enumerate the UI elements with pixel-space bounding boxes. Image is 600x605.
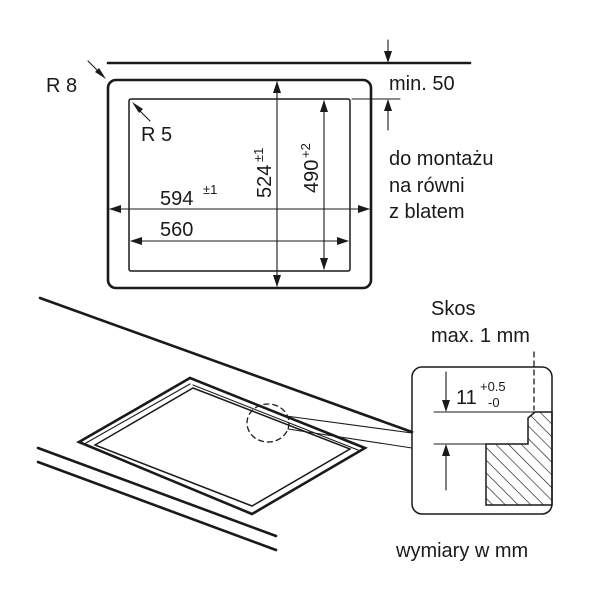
units-note: wymiary w mm [395,540,528,562]
width-inner-arrow-left [130,237,142,245]
width-outer-arrow-left [109,205,121,213]
recess-edge-right [192,384,359,451]
step-arrow-bottom [442,444,450,456]
mounting-note-line3: z blatem [389,201,465,223]
depth-outer-arrow-top [273,81,281,93]
radius-outer-arrow [95,68,106,79]
step-depth-tol-plus: +0.5 [480,379,506,394]
bevel-note-line1: Skos [431,298,475,320]
depth-outer-label: 524 [254,165,276,198]
radius-outer-label: R 8 [46,75,77,97]
top-view: R 8 R 5 min. 50 594 ±1 560 524 ±1 [46,39,494,290]
min-gap-arrow-bottom [384,99,392,111]
detail-inset: 11 +0.5 -0 [411,351,553,515]
bevel-note-line2: max. 1 mm [431,325,530,347]
detail-leader-top [285,415,413,434]
min-gap-label: min. 50 [389,73,455,95]
width-outer-label: 594 [160,188,193,210]
perspective-view [36,296,414,552]
detail-callout-circle [246,403,290,443]
min-gap-arrow-top [384,51,392,63]
inner-cutout-rect [128,98,351,272]
cutout-inner-recess [93,387,352,507]
outer-cutout-rect [106,78,373,290]
mounting-note-line1: do montażu [389,148,494,170]
worktop-section-hatch [485,411,553,506]
step-arrow-top [442,400,450,412]
depth-inner-arrow-top [320,100,328,112]
radius-inner-label: R 5 [141,124,172,146]
depth-inner-tolerance: +2 [298,143,313,158]
step-depth-tol-minus: -0 [488,395,500,410]
width-inner-arrow-right [337,237,349,245]
worktop-front-edge-bottom [36,460,278,552]
depth-outer-tolerance: ±1 [251,148,266,162]
width-inner-label: 560 [160,219,193,241]
worktop-back-edge [38,296,414,434]
depth-inner-arrow-bottom [320,258,328,270]
depth-inner-label: 490 [301,160,323,193]
width-outer-tolerance: ±1 [203,182,217,197]
detail-leader-bottom [287,428,413,449]
mounting-note-line2: na równi [389,175,465,197]
radius-inner-arrow [132,102,143,113]
step-depth-label: 11 [456,387,477,409]
width-outer-arrow-right [358,205,370,213]
worktop-front-edge-top [36,446,278,538]
recess-edge-left [85,383,191,444]
depth-outer-arrow-bottom [273,275,281,287]
cutout-outer-frame [76,376,368,516]
